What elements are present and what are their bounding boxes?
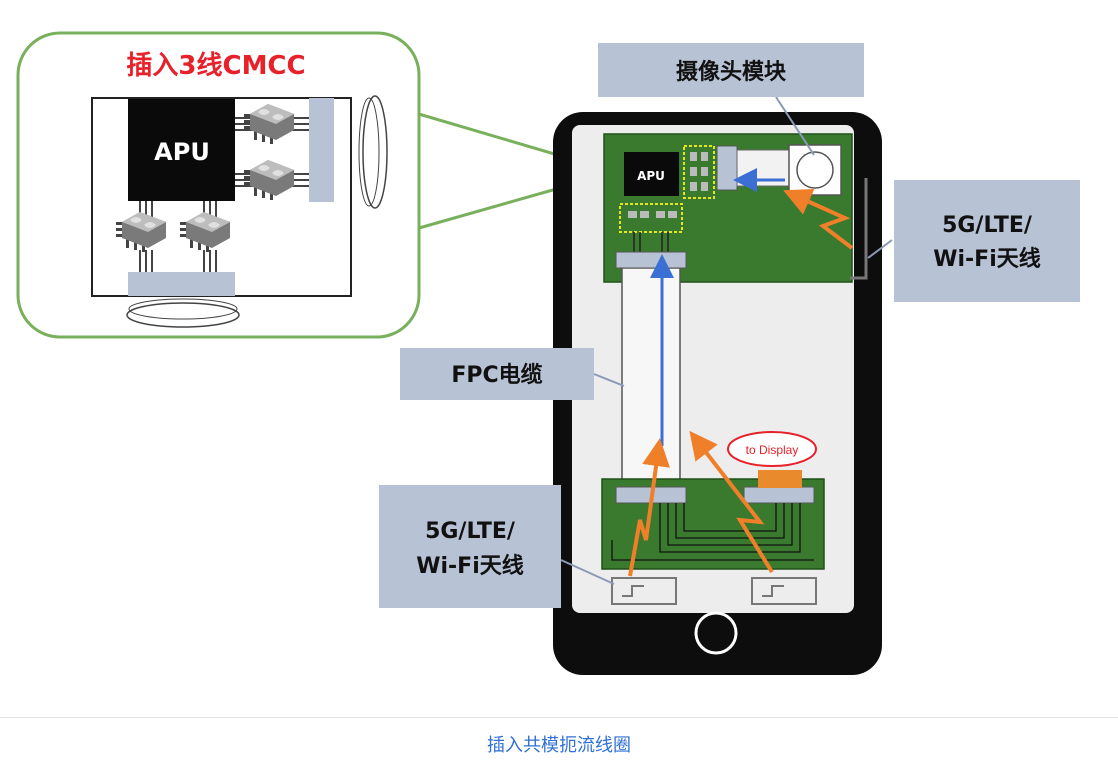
noise-arrow (689, 430, 774, 574)
camera-lens-icon (796, 151, 834, 189)
phone-apu-chip (624, 152, 679, 196)
label-antenna-top-line1: 5G/LTE/ (942, 213, 1033, 238)
caption-divider (0, 717, 1118, 718)
display-flex (758, 470, 802, 488)
cmcc-callout: 插入3线CMCC APU (16, 31, 603, 339)
lens-icon (362, 95, 388, 209)
noise-arrow (783, 188, 854, 250)
phone-noise-diagram: 插入3线CMCC APU (16, 31, 1080, 675)
cmcc-region (683, 145, 715, 199)
bottom-antenna-left (611, 577, 677, 605)
fpc-cable (621, 267, 681, 491)
cmcc-region (619, 203, 683, 233)
camera-connector (716, 145, 738, 191)
label-camera: 摄像头模块 (598, 43, 864, 156)
display-connector (743, 486, 815, 504)
label-fpc: FPC电缆 (400, 348, 625, 400)
callout-connector-right (309, 98, 334, 202)
label-antenna-bottom: 5G/LTE/ Wi-Fi天线 (379, 485, 615, 608)
display-tag-label: to Display (746, 443, 799, 457)
phone-apu-label: APU (637, 169, 665, 183)
noise-arrow (628, 438, 670, 577)
callout-connector-bottom (128, 272, 235, 296)
callout-apu-chip (128, 99, 235, 201)
callout-title: 插入3线CMCC (126, 51, 305, 81)
fpc-connector-top (615, 251, 687, 269)
label-fpc-text: FPC电缆 (451, 362, 542, 388)
label-antenna-bottom-line2: Wi-Fi天线 (416, 553, 524, 579)
callout-apu-label: APU (154, 138, 210, 166)
label-antenna-top: 5G/LTE/ Wi-Fi天线 (867, 180, 1080, 302)
display-tag (727, 431, 817, 467)
label-camera-text: 摄像头模块 (676, 59, 787, 85)
label-antenna-top-line2: Wi-Fi天线 (933, 246, 1041, 272)
lens-icon (126, 302, 240, 328)
bottom-antenna-right (751, 577, 817, 605)
home-button (694, 611, 738, 655)
top-antenna (850, 178, 868, 280)
figure-caption: 插入共模扼流线圈 (487, 735, 631, 756)
smartphone: APU (553, 112, 882, 675)
label-antenna-bottom-line1: 5G/LTE/ (425, 519, 516, 544)
